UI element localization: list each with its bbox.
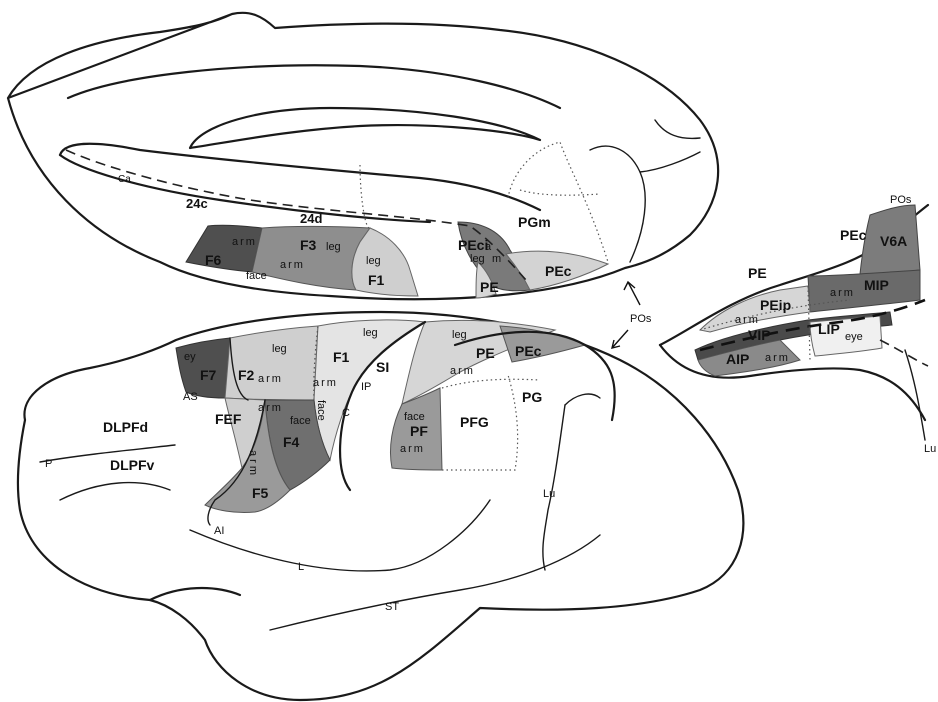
sulcus-dlpfv xyxy=(60,483,170,500)
label-pec-lateral: PEc xyxy=(515,343,542,359)
label-p: P xyxy=(45,458,52,470)
label-f2: F2 xyxy=(238,367,255,383)
label-ips-pos: POs xyxy=(890,194,912,206)
lateral-temporal-line xyxy=(150,588,240,600)
label-pf-arm: arm xyxy=(400,443,425,455)
label-pec-medial: PEc xyxy=(545,263,572,279)
label-f3-leg: leg xyxy=(326,241,341,253)
medial-sulcus-pgm xyxy=(590,146,645,262)
label-aip-arm: arm xyxy=(765,352,790,364)
label-pfg: PFG xyxy=(460,414,489,430)
cingulate-lower xyxy=(60,155,430,222)
label-fef: FEF xyxy=(215,411,242,427)
label-24d: 24d xyxy=(300,211,322,226)
label-aip: AIP xyxy=(726,351,749,367)
label-f2-arm: arm xyxy=(258,373,283,385)
label-f4-face: face xyxy=(290,415,311,427)
label-f1-arm: arm xyxy=(313,377,338,389)
corpus-callosum-outer xyxy=(68,65,560,108)
label-st: ST xyxy=(385,601,399,613)
area-f6-medial xyxy=(186,225,262,272)
label-ai: AI xyxy=(214,525,224,537)
label-pecip-leg: leg xyxy=(470,253,485,265)
label-dlpfv: DLPFv xyxy=(110,457,155,473)
label-pe-lateral: PE xyxy=(476,345,495,361)
medial-view: Ca 24c 24d F6 arm F3 leg arm face leg F1… xyxy=(8,13,718,299)
label-f4-arm: arm xyxy=(258,402,283,414)
label-peip-arm: arm xyxy=(735,314,760,326)
label-lip-eye: eye xyxy=(845,331,863,343)
label-pecip-a: a xyxy=(485,241,492,253)
label-f4: F4 xyxy=(283,434,300,450)
arrow-pos-down xyxy=(612,330,628,348)
label-f1: F1 xyxy=(333,349,350,365)
label-lu: Lu xyxy=(543,488,555,500)
label-pe-arm: arm xyxy=(450,365,475,377)
label-f3-medial: F3 xyxy=(300,237,317,253)
label-lip: LIP xyxy=(818,321,840,337)
label-f4-arm-vertical: a r m xyxy=(247,450,259,475)
arrow-pos-up xyxy=(628,282,640,305)
label-f6-medial: F6 xyxy=(205,252,222,268)
label-dlpfd: DLPFd xyxy=(103,419,148,435)
label-pg: PG xyxy=(522,389,542,405)
label-pe-leg: leg xyxy=(452,329,467,341)
label-24c: 24c xyxy=(186,196,208,211)
label-f1-leg-medial: leg xyxy=(366,255,381,267)
label-f1-face: face xyxy=(315,400,327,421)
label-l: L xyxy=(298,561,304,573)
label-pf: PF xyxy=(410,423,428,439)
label-vip: VIP xyxy=(748,327,771,343)
label-f3-arm: arm xyxy=(280,259,305,271)
label-v6a: V6A xyxy=(880,233,907,249)
label-f7: F7 xyxy=(200,367,217,383)
label-peip: PEip xyxy=(760,297,791,313)
label-f7-eye: ey xyxy=(184,351,196,363)
sulcus-pg xyxy=(565,394,600,405)
corpus-callosum-inner xyxy=(190,108,540,148)
label-si: SI xyxy=(376,359,389,375)
label-c: C xyxy=(342,407,350,419)
medial-sulcus-pgm-3 xyxy=(655,120,700,138)
label-pecip-medial: PEci xyxy=(458,237,488,253)
label-f6-arm: arm xyxy=(232,236,257,248)
label-f1-medial: F1 xyxy=(368,272,385,288)
lateral-dotted-1 xyxy=(442,379,540,388)
label-arrow-pos: POs xyxy=(630,313,652,325)
label-pf-face: face xyxy=(404,411,425,423)
lateral-view: ey F7 AS leg F2 arm leg F1 arm SI leg PE… xyxy=(18,312,743,700)
label-as: AS xyxy=(183,391,198,403)
label-mip: MIP xyxy=(864,277,889,293)
arrows: POs xyxy=(612,282,652,348)
label-ip: IP xyxy=(361,381,371,393)
label-pecip-m: m xyxy=(492,253,501,265)
label-pgm: PGm xyxy=(518,214,551,230)
label-ips-pec: PEc xyxy=(840,227,867,243)
label-f5: F5 xyxy=(252,485,269,501)
label-f3-face: face xyxy=(246,270,267,282)
medial-dotted-boundary-3 xyxy=(520,190,600,195)
label-ips-pe: PE xyxy=(748,265,767,281)
label-f1-leg: leg xyxy=(363,327,378,339)
ips-lower-dash xyxy=(880,340,928,366)
sulcus-principal-p xyxy=(40,445,175,462)
label-pe-medial: PE xyxy=(480,279,499,295)
label-ips-lu: Lu xyxy=(924,443,936,455)
intraparietal-view: POs PEc V6A PE MIP arm PEip arm VIP LIP … xyxy=(660,194,936,455)
sulcus-superior-temporal-st xyxy=(270,535,600,630)
medial-sulcus-pgm-2 xyxy=(640,152,700,172)
label-mip-arm: arm xyxy=(830,287,855,299)
label-f2-leg: leg xyxy=(272,343,287,355)
cingulate-upper xyxy=(60,144,540,210)
label-ca: Ca xyxy=(118,174,131,185)
